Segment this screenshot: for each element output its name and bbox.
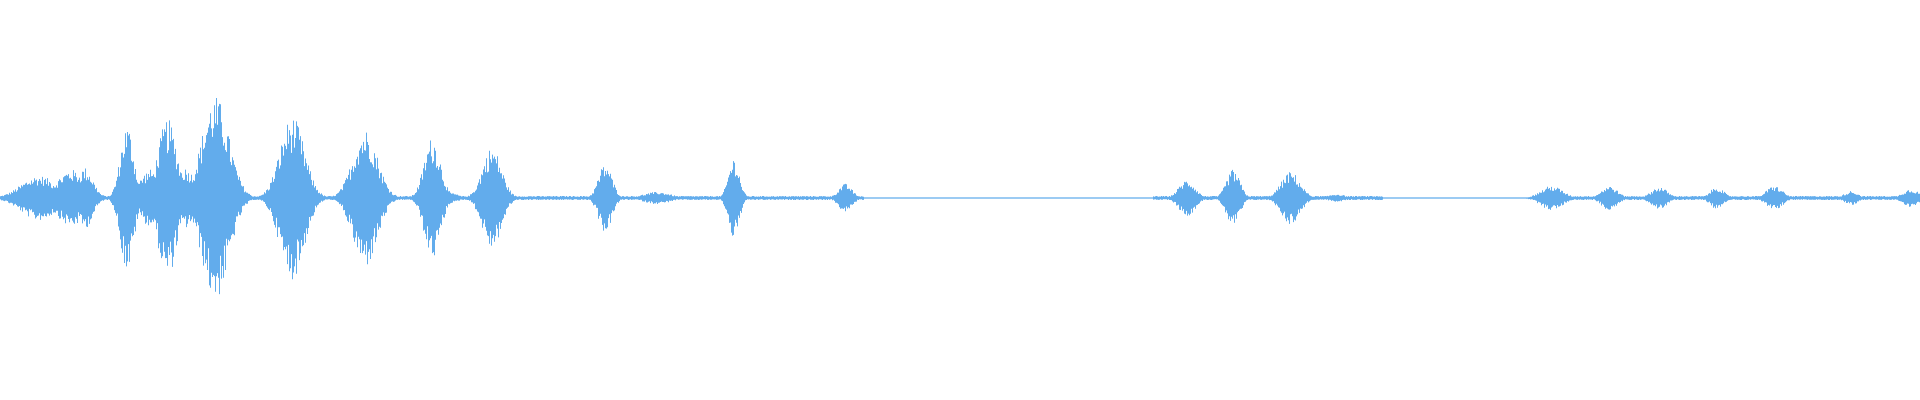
waveform-trace — [0, 98, 1920, 295]
